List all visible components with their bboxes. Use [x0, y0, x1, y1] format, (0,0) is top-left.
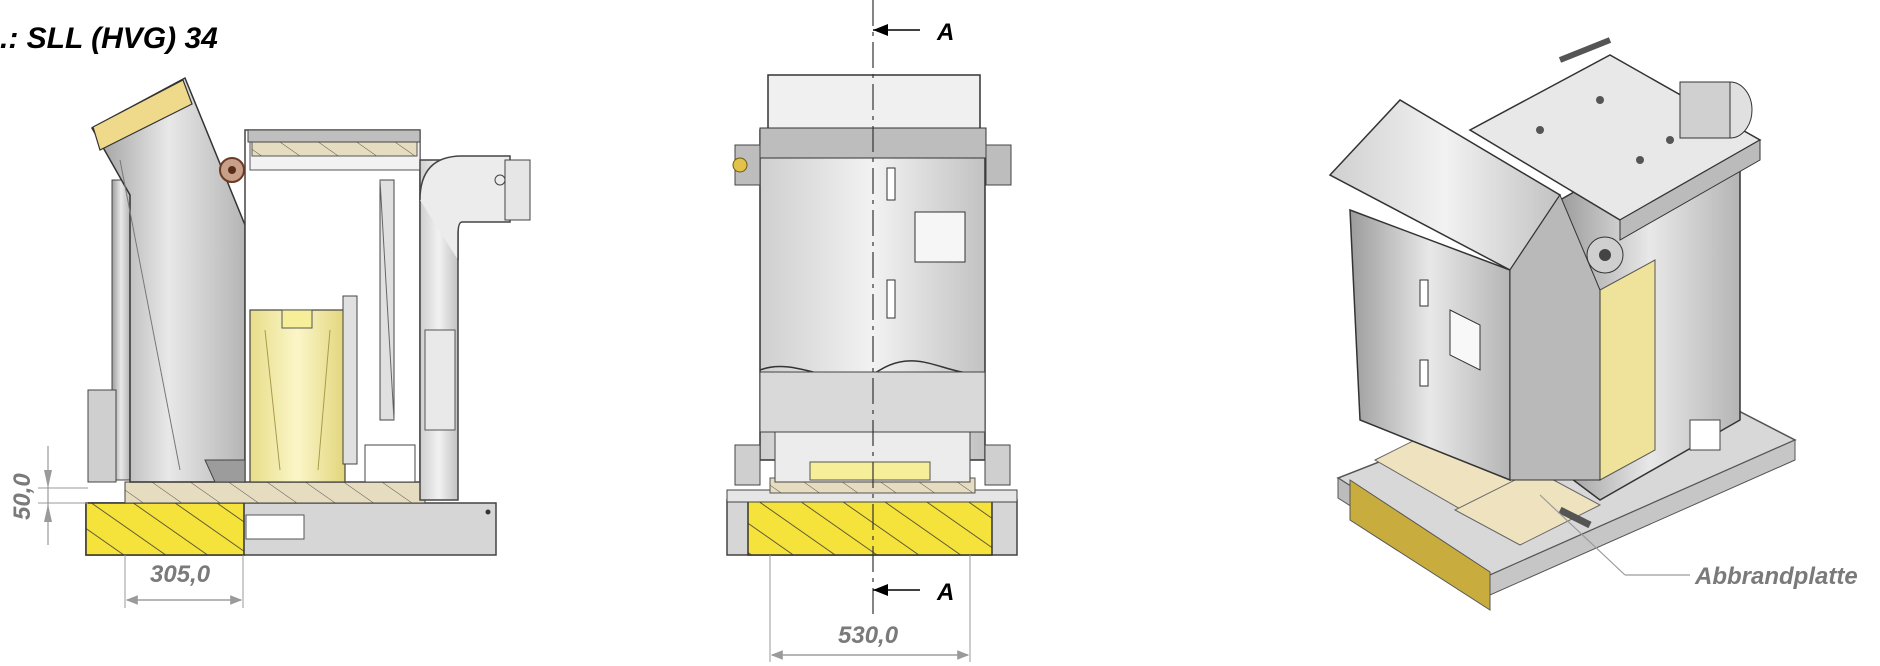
- drawing-title: .: SLL (HVG) 34: [0, 22, 218, 55]
- svg-text:A: A: [936, 579, 954, 606]
- side-depth-label: 305,0: [150, 561, 211, 588]
- callout-label: Abbrandplatte: [1694, 563, 1858, 590]
- isometric-view: [1328, 37, 1797, 611]
- base-insulation-hatch: [85, 502, 245, 556]
- svg-text:A: A: [936, 19, 954, 46]
- abbrandplatte-callout: Abbrandplatte: [1539, 494, 1858, 590]
- dimension-base-height: 50,0: [9, 446, 88, 545]
- front-width-label: 530,0: [838, 622, 899, 649]
- section-mark-bottom: A: [873, 579, 954, 606]
- section-mark-top: A: [873, 19, 954, 46]
- dimension-side-depth: 305,0: [124, 555, 244, 608]
- front-base-hatch: [747, 499, 993, 556]
- front-view: [726, 0, 1018, 615]
- side-section-view: [85, 76, 531, 556]
- refractory-block: [249, 309, 346, 483]
- dimension-front-width: 530,0: [769, 555, 971, 662]
- base-height-label: 50,0: [9, 473, 36, 520]
